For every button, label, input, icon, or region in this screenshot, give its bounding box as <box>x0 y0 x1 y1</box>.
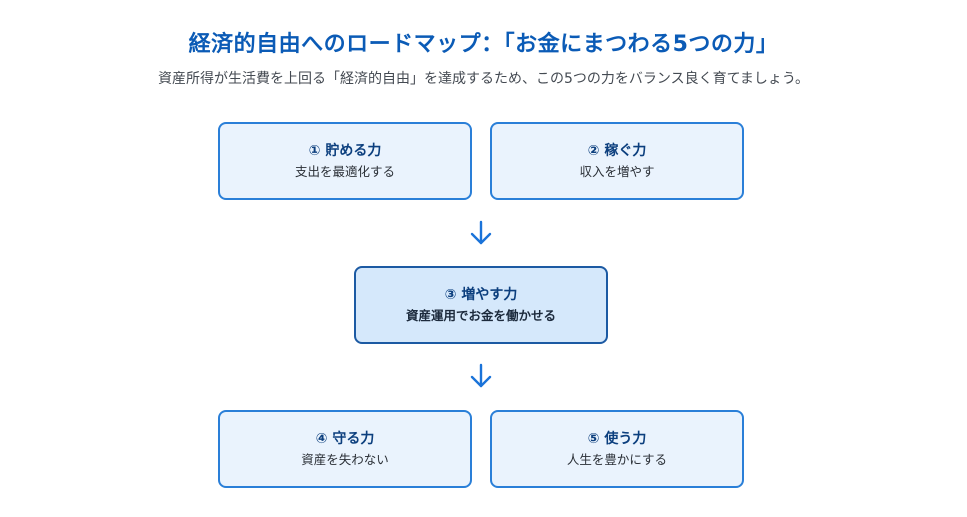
power-description: 資産を失わない <box>301 451 389 467</box>
power-description: 資産運用でお金を働かせる <box>405 307 556 323</box>
power-title: ⑤ 使う力 <box>587 430 647 447</box>
power-box-earn: ② 稼ぐ力 収入を増やす <box>490 122 744 200</box>
page-title: 経済的自由へのロードマップ：「お金にまつわる5つの力」 <box>188 32 779 57</box>
power-title: ④ 守る力 <box>315 430 375 447</box>
power-box-save: ① 貯める力 支出を最適化する <box>218 122 472 200</box>
power-box-protect: ④ 守る力 資産を失わない <box>218 410 472 488</box>
power-title: ① 貯める力 <box>308 142 382 159</box>
power-description: 人生を豊かにする <box>566 451 668 467</box>
page-subtitle: 資産所得が生活費を上回る「経済的自由」を達成するため、この5つの力をバランス良く… <box>157 71 810 87</box>
power-title: ② 稼ぐ力 <box>587 142 647 159</box>
arrow-down-icon <box>470 220 492 245</box>
power-description: 支出を最適化する <box>294 163 395 179</box>
power-box-grow: ③ 増やす力 資産運用でお金を働かせる <box>354 266 608 344</box>
power-title: ③ 増やす力 <box>444 286 518 303</box>
power-description: 収入を増やす <box>579 163 655 179</box>
arrow-down-icon <box>470 363 492 388</box>
power-box-use: ⑤ 使う力 人生を豊かにする <box>490 410 744 488</box>
